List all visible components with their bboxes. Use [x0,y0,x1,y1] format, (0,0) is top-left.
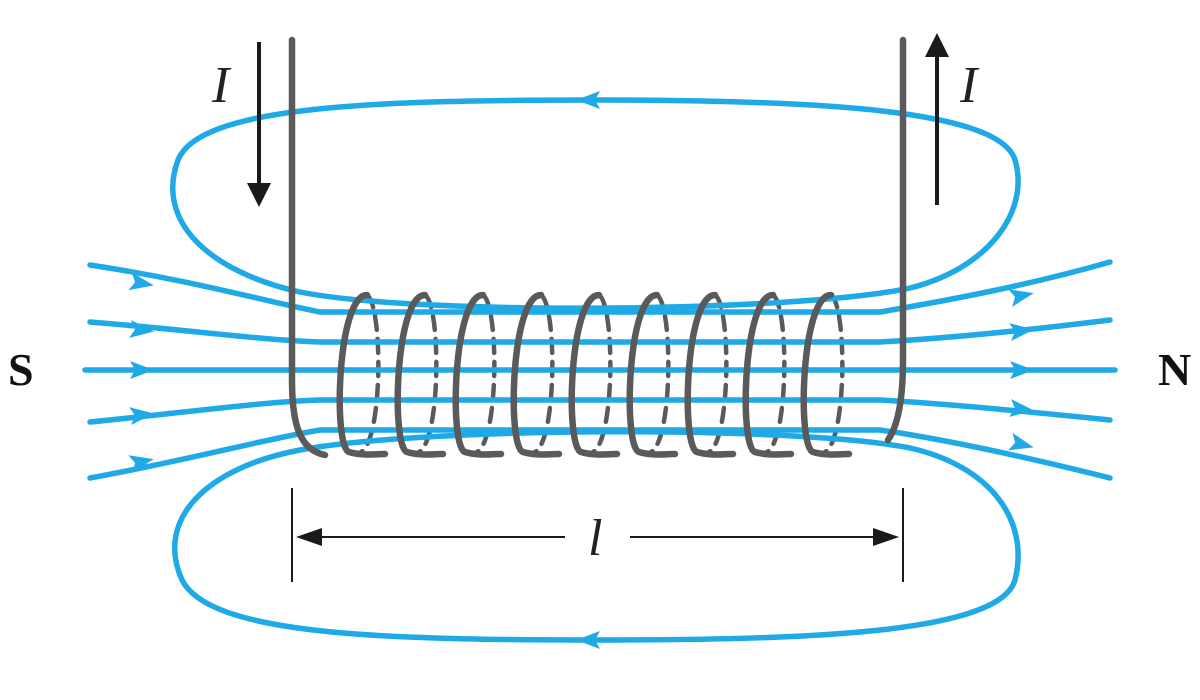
dimension-arrowhead-right [873,528,899,546]
lead-wire-right [884,36,907,444]
north-pole-label: N [1158,344,1191,395]
field-line-5 [87,427,1113,481]
field-arrowhead [130,361,154,379]
field-line-1 [87,259,1113,315]
lead-wire-left [288,36,329,459]
coil-turn [684,291,737,458]
solenoid-coil [288,36,907,459]
field-arrowhead [576,631,600,649]
magnetic-field-lines [82,97,1118,643]
coil-turn [626,291,679,458]
current-label-right: I [959,57,980,114]
current-label-left: I [211,57,232,114]
south-pole-label: S [8,344,34,395]
field-arrowhead [1009,399,1034,417]
field-arrowhead [128,455,154,473]
field-arrowhead [129,407,154,425]
field-arrowhead [1008,432,1034,451]
length-label: l [588,510,602,567]
coil-turn [510,291,563,458]
field-loop-top [170,97,1021,311]
field-line-2 [87,317,1113,345]
coil-turn [742,291,795,458]
field-line-4 [87,397,1113,425]
coil-turn [452,291,505,458]
field-arrowhead [1008,289,1034,307]
field-arrowhead [1010,361,1034,379]
field-arrowhead [1009,323,1034,341]
coil-turn [800,291,853,458]
field-arrowhead [576,91,600,109]
coil-turn [568,291,621,458]
field-direction-arrows [128,91,1034,649]
field-arrowhead [128,272,154,291]
coil-turn [394,291,447,458]
length-dimension [291,488,904,582]
field-arrowhead [129,320,154,338]
coil-turn [336,291,389,458]
dimension-arrowhead-left [296,528,322,546]
